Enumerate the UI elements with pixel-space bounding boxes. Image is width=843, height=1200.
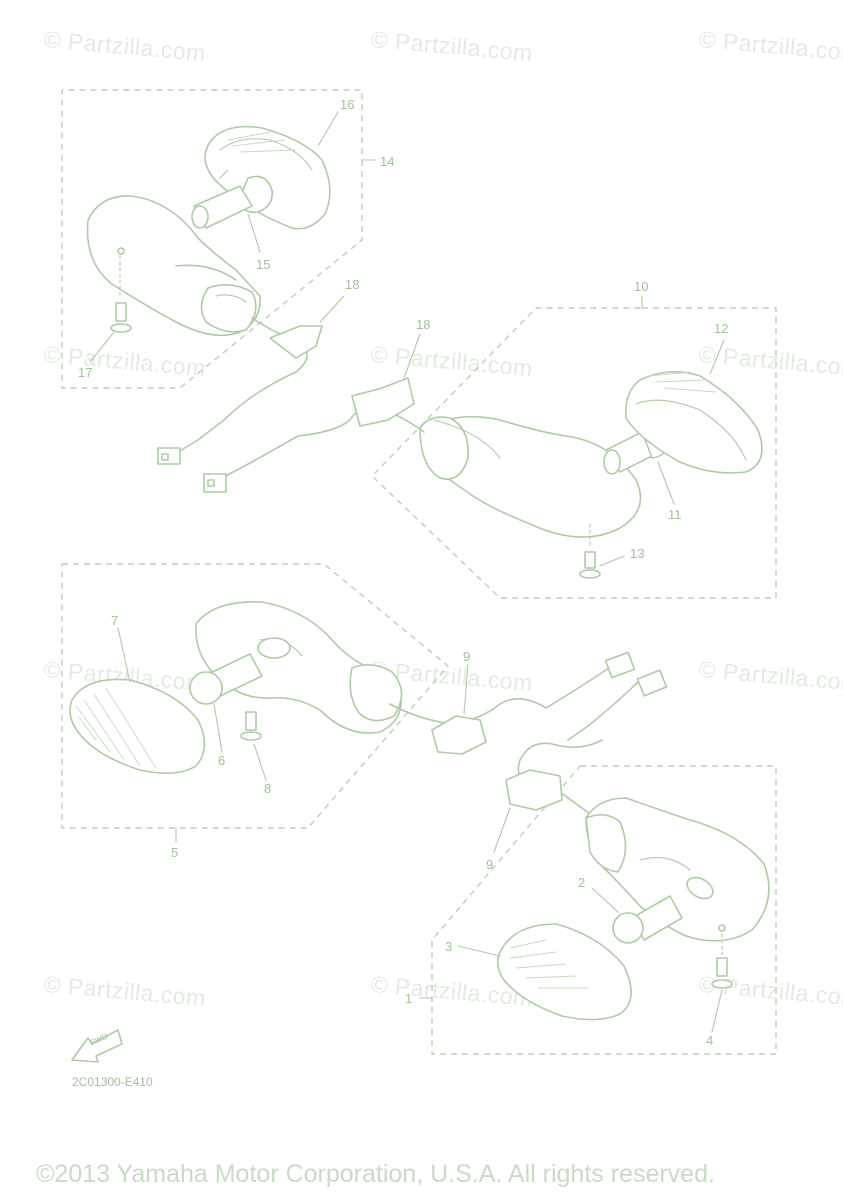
callout-9: 9	[463, 649, 471, 664]
callout-12: 12	[714, 321, 729, 336]
callout-14: 14	[380, 154, 395, 169]
diagram-code: 2C01300-E410	[72, 1075, 153, 1089]
callout-7: 7	[111, 613, 119, 628]
callout-17: 17	[78, 365, 93, 380]
callout-6: 6	[218, 753, 226, 768]
callout-8: 8	[264, 781, 272, 796]
callout-2: 2	[578, 875, 586, 890]
callout-1: 1	[405, 991, 413, 1006]
callout-13: 13	[630, 546, 645, 561]
callout-11: 11	[668, 507, 682, 522]
callout-16: 16	[340, 97, 355, 112]
callout-4: 4	[706, 1033, 714, 1048]
callout-18: 18	[345, 277, 360, 292]
callout-15: 15	[256, 257, 271, 272]
assembly-group-5	[61, 563, 636, 843]
assembly-group-14	[61, 89, 376, 465]
callout-10: 10	[634, 279, 649, 294]
assembly-group-1	[419, 669, 777, 1055]
assembly-group-10	[203, 295, 777, 599]
callout-5: 5	[171, 845, 179, 860]
callout-9: 9	[486, 857, 494, 872]
callout-18: 18	[416, 317, 431, 332]
copyright-notice: ©2013 Yamaha Motor Corporation, U.S.A. A…	[36, 1160, 715, 1188]
forward-arrow-icon	[71, 1029, 123, 1063]
callout-3: 3	[445, 939, 453, 954]
